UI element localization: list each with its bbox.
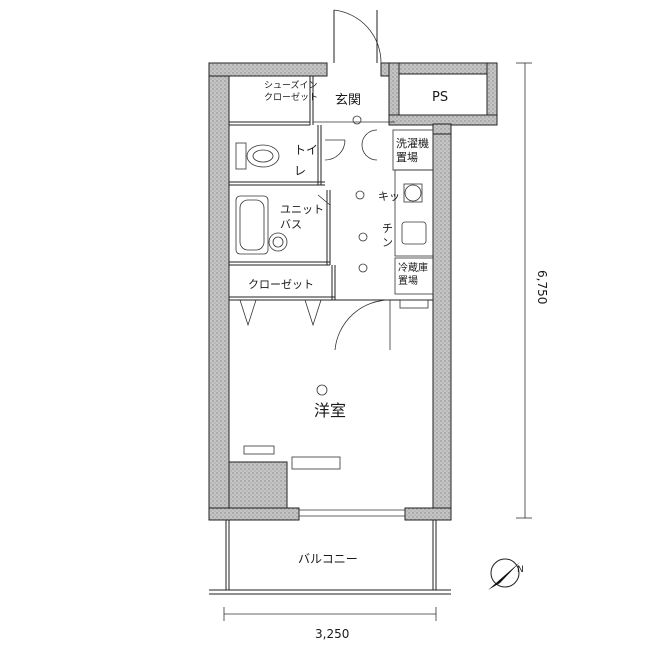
kitchen-label-1: キッ <box>378 190 400 203</box>
compass-icon: N <box>488 558 524 590</box>
dimension-lines <box>223 62 532 621</box>
doors <box>239 9 391 351</box>
laundry-label-2: 置場 <box>396 151 418 164</box>
shoe-closet-label-2: クローゼット <box>264 91 318 103</box>
room-labels: シューズイン クローゼット 玄関 PS トイ レ 洗濯機 置場 キッ チ ン ユ… <box>248 79 448 566</box>
balcony-label: バルコニー <box>298 552 358 566</box>
fridge-label-2: 置場 <box>398 274 418 287</box>
kitchen-label-3: ン <box>382 236 393 249</box>
entrance-label: 玄関 <box>335 93 361 108</box>
compass-north-label: N <box>517 565 524 575</box>
balcony-area <box>209 520 451 595</box>
fixtures <box>235 115 429 517</box>
shoe-closet-label-1: シューズイン <box>264 79 318 91</box>
laundry-label-1: 洗濯機 <box>396 136 429 150</box>
closet-label: クローゼット <box>248 278 314 291</box>
fridge-label-1: 冷蔵庫 <box>398 261 428 274</box>
height-dimension-label: 6,750 <box>535 270 549 304</box>
bath-label-2: バス <box>280 218 302 231</box>
kitchen-label-2: チ <box>382 222 393 235</box>
bath-label-1: ユニット <box>280 203 324 216</box>
exterior-walls <box>208 62 498 521</box>
width-dimension-label: 3,250 <box>315 627 349 641</box>
western-room-label: 洋室 <box>314 401 346 420</box>
ps-label: PS <box>432 90 448 105</box>
toilet-label-1: トイ <box>294 143 318 157</box>
toilet-label-2: レ <box>294 164 306 178</box>
